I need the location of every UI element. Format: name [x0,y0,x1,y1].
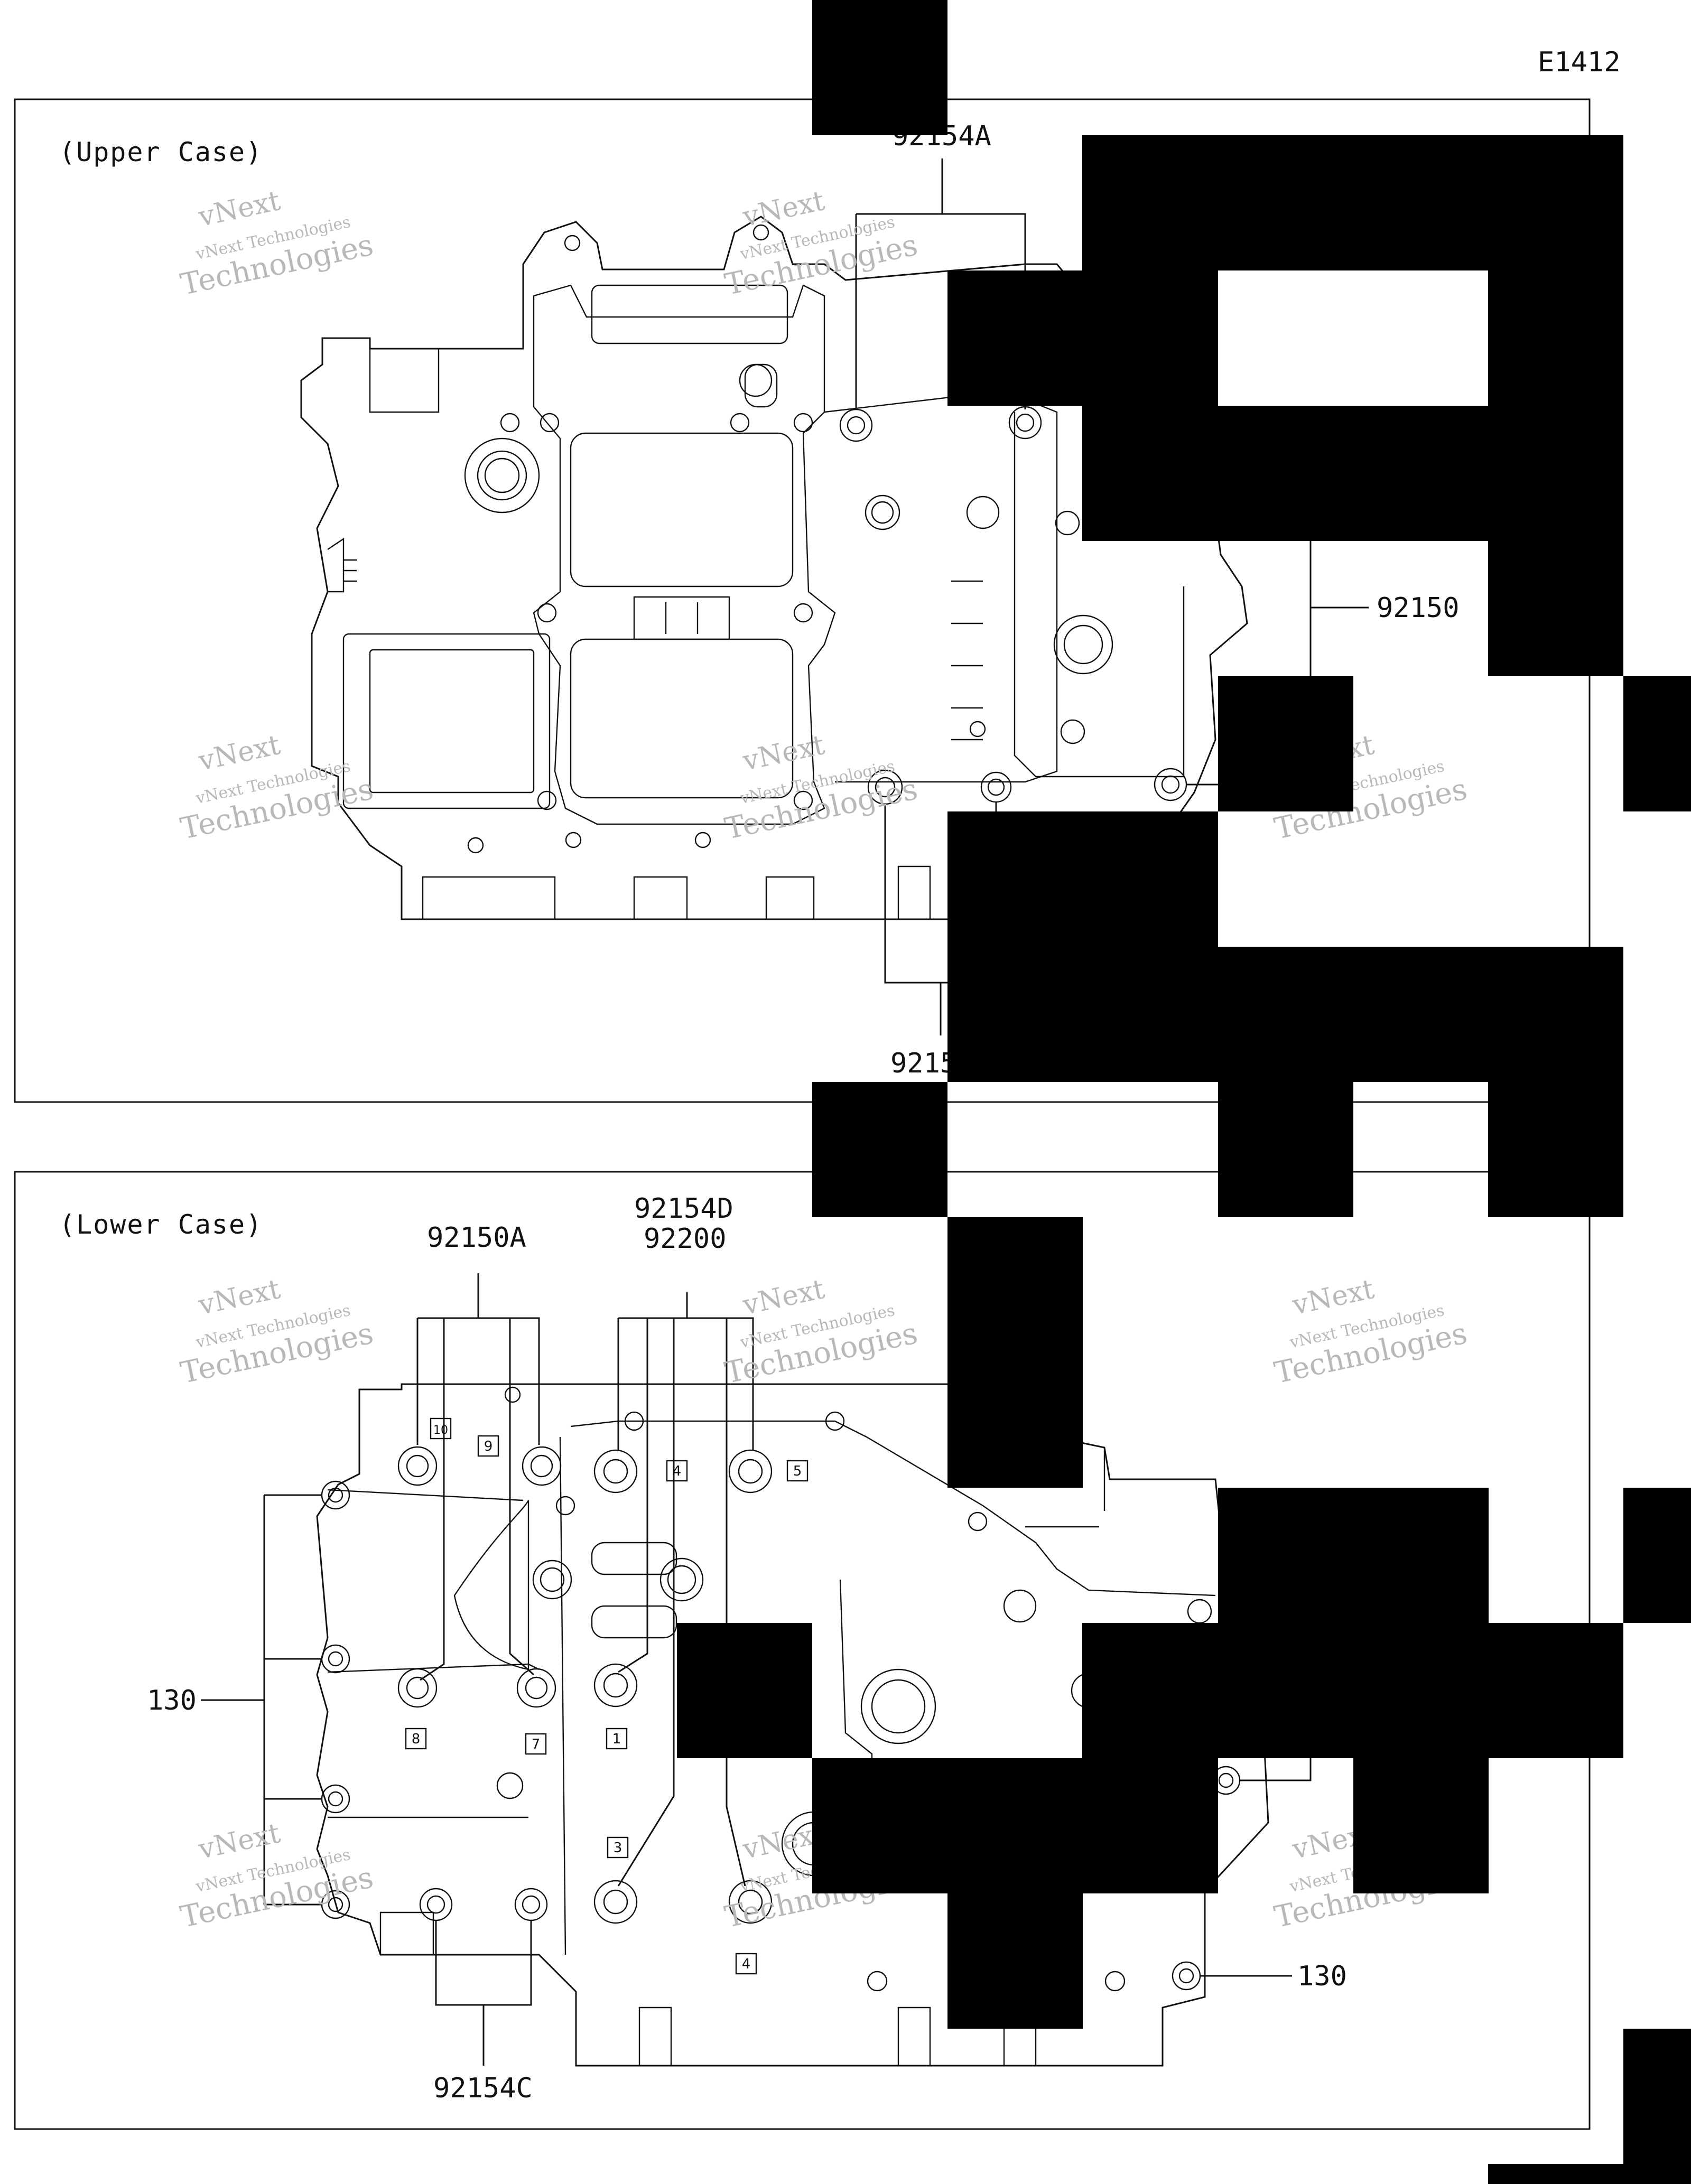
lower-case-drawing [316,1383,1269,2067]
watermark: vNext vNext Technologies Technologies [722,1273,921,1390]
redaction-block [1218,676,1353,811]
watermark: vNext vNext Technologies Technologies [178,185,376,302]
watermark: vNext vNext Technologies Technologies [1271,1273,1470,1390]
svg-text:vNext: vNext [740,1273,828,1321]
svg-text:vNext: vNext [196,185,283,233]
redaction-block [1488,541,1623,676]
svg-text:vNext: vNext [740,185,828,233]
redaction-block [1218,1082,1353,1217]
bolt-tag-6: 5 [793,1463,802,1479]
lower-case-title: (Lower Case) [59,1209,263,1240]
watermark: vNext vNext Technologies Technologies [722,185,921,302]
svg-text:vNext: vNext [1289,1273,1377,1321]
svg-text:vNext: vNext [196,729,283,777]
redaction-block [1488,2164,1623,2184]
watermark: vNext vNext Technologies Technologies [178,1273,376,1390]
bolt-tag-4: 4 [742,1956,751,1972]
diagram-id: E1412 [1538,46,1621,78]
bolt-number-tags: 10 9 4 5 8 7 1 3 4 [405,1417,809,1975]
lower-leader-lines [201,1273,1312,2066]
label-92150: 92150 [1377,592,1460,624]
redaction-block [1082,1623,1623,1758]
svg-text:vNext: vNext [740,729,828,777]
label-92200: 92200 [644,1223,727,1255]
upper-case-title: (Upper Case) [59,137,263,167]
bolt-tag-7: 7 [532,1737,541,1752]
label-130-left: 130 [147,1685,197,1716]
redaction-blocks [677,0,1691,2184]
label-92154c: 92154C [433,2073,533,2104]
label-130-right: 130 [1297,1961,1347,1992]
redaction-block [1488,1082,1623,1217]
svg-text:vNext: vNext [196,1817,283,1865]
bolt-tag-8: 8 [412,1731,421,1747]
bolt-tag-5: 4 [673,1463,682,1479]
redaction-block [947,947,1489,1082]
redaction-block [947,270,1218,406]
redaction-block [812,0,947,135]
label-92150a: 92150A [427,1222,526,1254]
redaction-block [1623,1488,1691,1623]
svg-text:vNext: vNext [196,1273,283,1321]
redaction-block [677,1623,812,1758]
label-9215-partial: 9215 [890,1048,956,1079]
redaction-block [1623,2029,1691,2184]
redaction-block [1082,135,1623,270]
bolt-tag-1: 1 [612,1731,621,1747]
redaction-block [1353,1758,1489,1893]
watermark: vNext vNext Technologies Technologies [178,729,376,846]
redaction-block [1488,947,1623,1082]
bolt-tag-9: 9 [484,1439,493,1454]
bolt-tag-10: 10 [433,1424,448,1437]
redaction-block [812,1758,1218,1893]
redaction-block [1082,406,1623,541]
redaction-block [812,1082,947,1217]
redaction-block [947,1217,1083,1488]
redaction-block [1218,1488,1489,1623]
redaction-block [1623,676,1691,811]
redaction-block [1488,270,1623,406]
redaction-block [947,811,1218,947]
bolt-tag-3: 3 [614,1840,622,1856]
label-92154d: 92154D [634,1193,733,1225]
redaction-block [947,1893,1083,2029]
watermark: vNext vNext Technologies Technologies [722,729,921,846]
